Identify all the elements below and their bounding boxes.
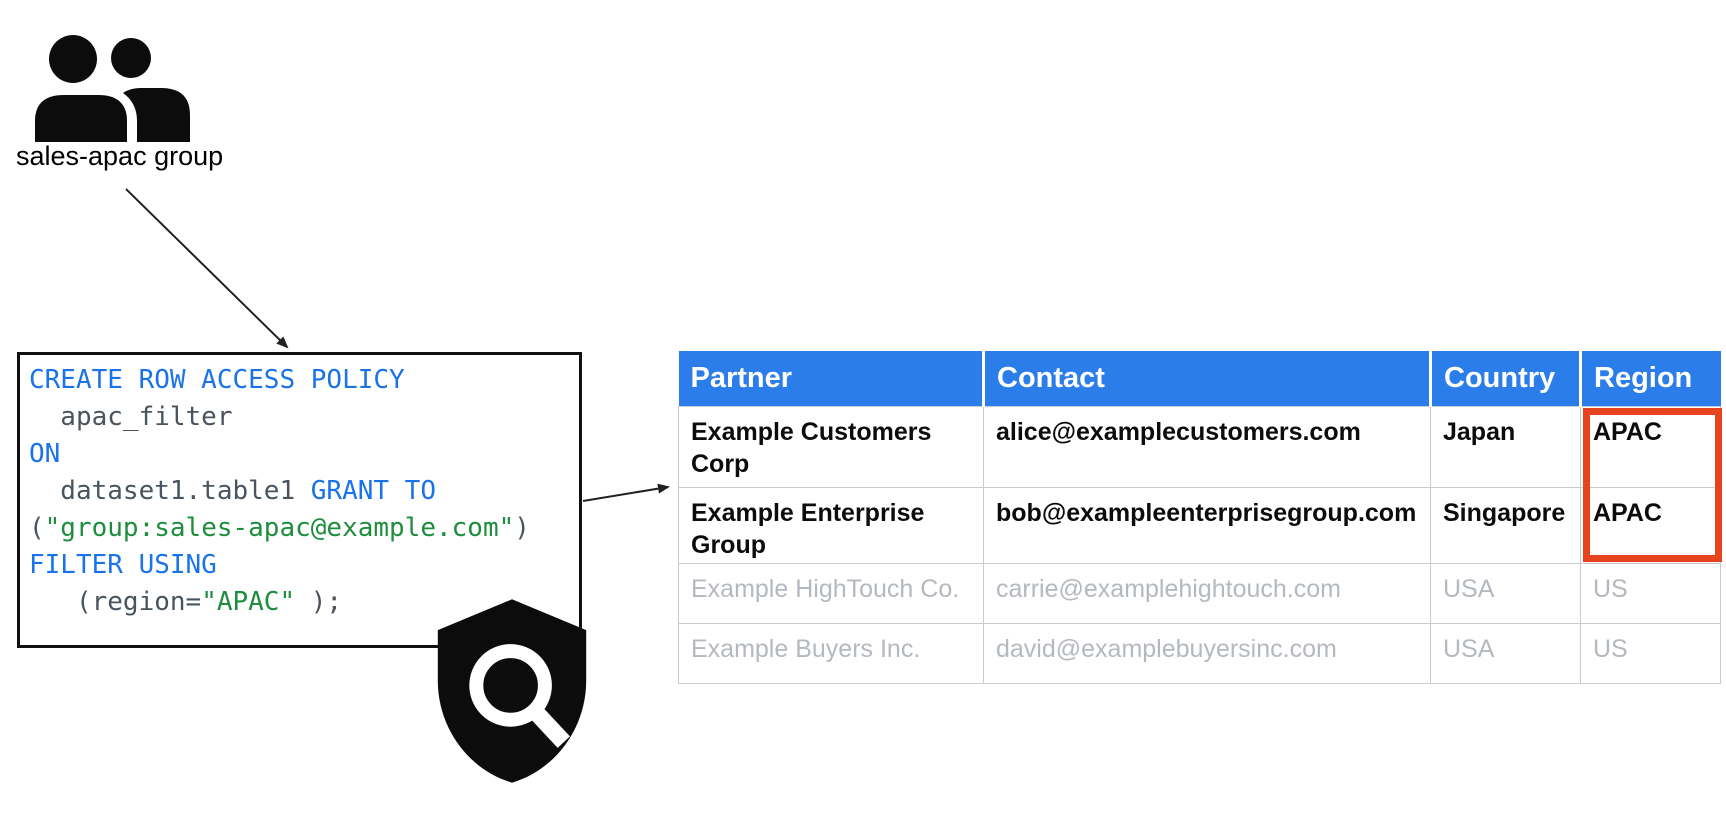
group-label: sales-apac group: [16, 141, 224, 171]
code-line: apac_filter: [29, 402, 233, 432]
region-cell: APAC: [1580, 406, 1721, 488]
table-row: Example Customers Corp alice@examplecust…: [678, 406, 1721, 488]
country-cell: USA: [1430, 563, 1581, 624]
region-cell: APAC: [1580, 487, 1721, 564]
country-cell: Japan: [1430, 406, 1581, 488]
shield-search-icon: [437, 599, 587, 783]
partner-cell: Example HighTouch Co.: [678, 563, 984, 624]
partner-cell: Example Buyers Inc.: [678, 623, 984, 684]
people-group-icon: [35, 35, 190, 142]
group-to-policy-arrow: [125, 188, 289, 349]
contact-cell: carrie@examplehightouch.com: [983, 563, 1431, 624]
region-cell: US: [1580, 623, 1721, 684]
table-row: Example Enterprise Group bob@exampleente…: [678, 487, 1721, 564]
code-line: FILTER USING: [29, 550, 217, 580]
contact-cell: david@examplebuyersinc.com: [983, 623, 1431, 684]
partner-cell: Example Enterprise Group: [678, 487, 984, 564]
table-row: Example Buyers Inc. david@examplebuyersi…: [678, 623, 1721, 684]
contact-cell: bob@exampleenterprisegroup.com: [983, 487, 1431, 564]
partner-table: Partner Contact Country Region Example C…: [678, 351, 1721, 684]
column-header-region: Region: [1580, 351, 1721, 407]
region-cell: US: [1580, 563, 1721, 624]
column-header-country: Country: [1430, 351, 1582, 407]
policy-to-table-arrow: [582, 483, 670, 502]
header-row: Partner Contact Country Region: [678, 351, 1721, 407]
code-line: ("group:sales-apac@example.com"): [29, 513, 530, 543]
partner-cell: Example Customers Corp: [678, 406, 984, 488]
country-cell: USA: [1430, 623, 1581, 684]
code-line: (region="APAC" );: [29, 587, 343, 617]
code-line: dataset1.table1 GRANT TO: [29, 476, 436, 506]
code-line: ON: [29, 439, 61, 469]
column-header-contact: Contact: [983, 351, 1432, 407]
table-row: Example HighTouch Co. carrie@examplehigh…: [678, 563, 1721, 624]
contact-cell: alice@examplecustomers.com: [983, 406, 1431, 488]
country-cell: Singapore: [1430, 487, 1581, 564]
code-line: CREATE ROW ACCESS POLICY: [29, 365, 405, 395]
policy-code-box: CREATE ROW ACCESS POLICY apac_filter ON …: [17, 352, 582, 648]
column-header-partner: Partner: [678, 351, 985, 407]
partner-table-container: Partner Contact Country Region Example C…: [678, 351, 1722, 684]
